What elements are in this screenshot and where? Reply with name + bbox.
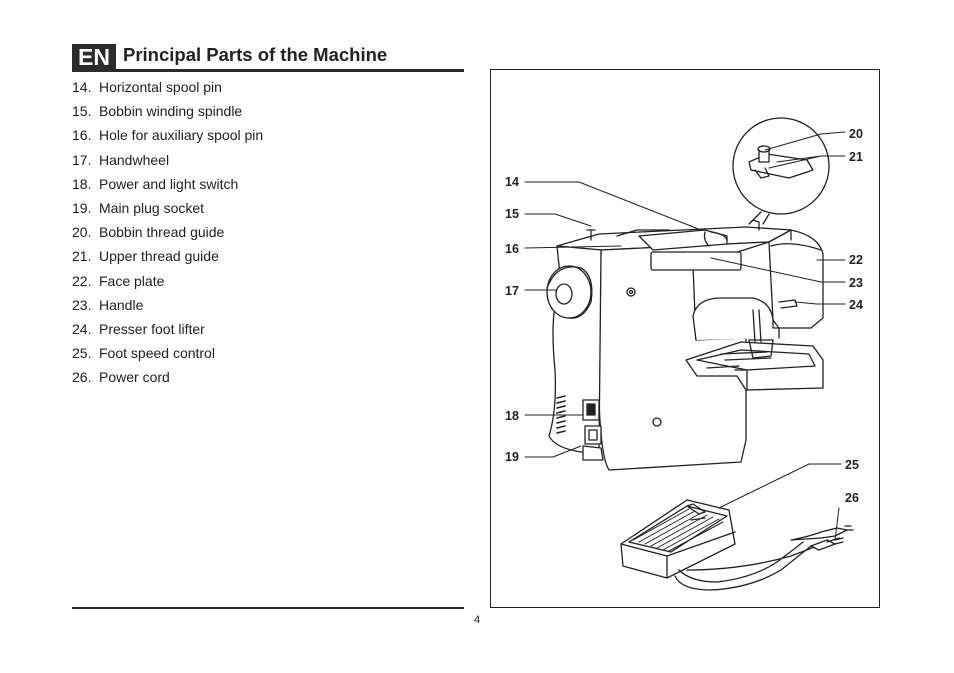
title-underline [72, 69, 464, 72]
item-number: 23. [72, 296, 92, 313]
item-label: Main plug socket [99, 199, 205, 216]
item-number: 18. [72, 175, 92, 192]
page-title: Principal Parts of the Machine [123, 44, 388, 65]
item-number: 19. [72, 199, 92, 216]
list-item: 16. Hole for auxiliary spool pin [72, 126, 263, 150]
list-item: 14. Horizontal spool pin [72, 78, 263, 102]
sewing-machine-illustration: 14 15 16 17 18 19 20 21 22 23 24 25 26 [505, 117, 863, 591]
parts-list: 14. Horizontal spool pin 15. Bobbin windin… [72, 78, 263, 392]
item-number: 20. [72, 224, 92, 241]
item-number: 22. [72, 272, 92, 289]
list-item: 23. Handle [72, 296, 263, 320]
callout-24: 24 [849, 298, 863, 312]
foot-pedal [620, 499, 854, 591]
callout-26: 26 [845, 491, 859, 505]
item-label: Horizontal spool pin [99, 79, 222, 95]
list-item: 22. Face plate [72, 272, 263, 296]
callout-22: 22 [849, 253, 863, 267]
callout-17: 17 [505, 284, 519, 298]
item-number: 24. [72, 320, 92, 337]
item-label: Power cord [99, 369, 170, 386]
callout-15: 15 [505, 207, 519, 221]
item-label: Power and light switch [99, 175, 239, 192]
callout-25: 25 [845, 458, 859, 472]
item-number: 14. [72, 79, 92, 95]
item-number: 25. [72, 345, 92, 362]
item-number: 26. [72, 369, 92, 386]
callout-20: 20 [849, 127, 863, 141]
list-item: 17. Handwheel [72, 151, 263, 175]
item-label: Presser foot lifter [99, 320, 205, 337]
list-item: 19. Main plug socket [72, 199, 263, 223]
item-number: 21. [72, 248, 92, 265]
callout-labels: 14 15 16 17 18 19 20 21 22 23 24 25 26 [505, 127, 863, 505]
machine-figure: 14 15 16 17 18 19 20 21 22 23 24 25 26 [490, 69, 880, 608]
item-label: Foot speed control [99, 345, 215, 362]
callout-16: 16 [505, 242, 519, 256]
callout-14: 14 [505, 175, 519, 189]
list-item: 15. Bobbin winding spindle [72, 102, 263, 126]
item-label: Face plate [99, 272, 165, 289]
item-label: Bobbin winding spindle [99, 103, 243, 120]
thread-guide-inset [732, 117, 830, 225]
language-badge: EN [72, 44, 116, 70]
item-label: Hole for auxiliary spool pin [99, 127, 264, 144]
bottom-rule [72, 607, 464, 609]
list-item: 20. Bobbin thread guide [72, 223, 263, 247]
callout-18: 18 [505, 409, 519, 423]
list-item: 18. Power and light switch [72, 175, 263, 199]
item-label: Handwheel [99, 151, 170, 168]
machine-body [546, 219, 824, 471]
list-item: 21. Upper thread guide [72, 247, 263, 271]
item-number: 17. [72, 151, 92, 168]
page-number: 4 [473, 614, 481, 626]
list-item: 25. Foot speed control [72, 344, 263, 368]
leader-lines [524, 131, 846, 541]
callout-23: 23 [849, 276, 863, 290]
item-label: Handle [99, 296, 144, 313]
callout-21: 21 [849, 150, 863, 164]
list-item: 26. Power cord [72, 368, 263, 392]
list-item: 24. Presser foot lifter [72, 320, 263, 344]
item-label: Upper thread guide [99, 248, 219, 265]
item-number: 15. [72, 103, 92, 120]
item-number: 16. [72, 127, 92, 144]
item-label: Bobbin thread guide [99, 224, 225, 241]
callout-19: 19 [505, 450, 519, 464]
